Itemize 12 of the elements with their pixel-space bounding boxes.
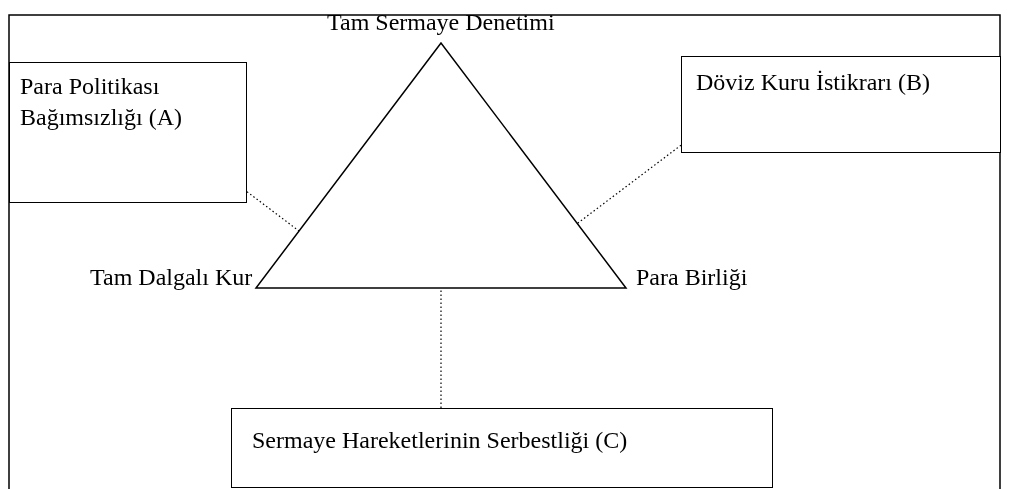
corner-label: Para Birliği [636,265,748,289]
text-box [681,56,1001,153]
text-box [9,62,247,203]
leader-line [246,191,300,232]
corner-label: Tam Sermaye Denetimi [327,10,555,34]
box-text: Sermaye Hareketlerinin Serbestliği (C) [252,426,629,455]
box-text: Para Politikası Bağımsızlığı (A) [20,72,183,133]
leader-line [576,144,682,225]
text-box [231,408,773,488]
corner-label: Tam Dalgalı Kur [90,265,253,289]
box-text: Döviz Kuru İstikrarı (B) [696,68,931,97]
triangle [256,43,626,288]
